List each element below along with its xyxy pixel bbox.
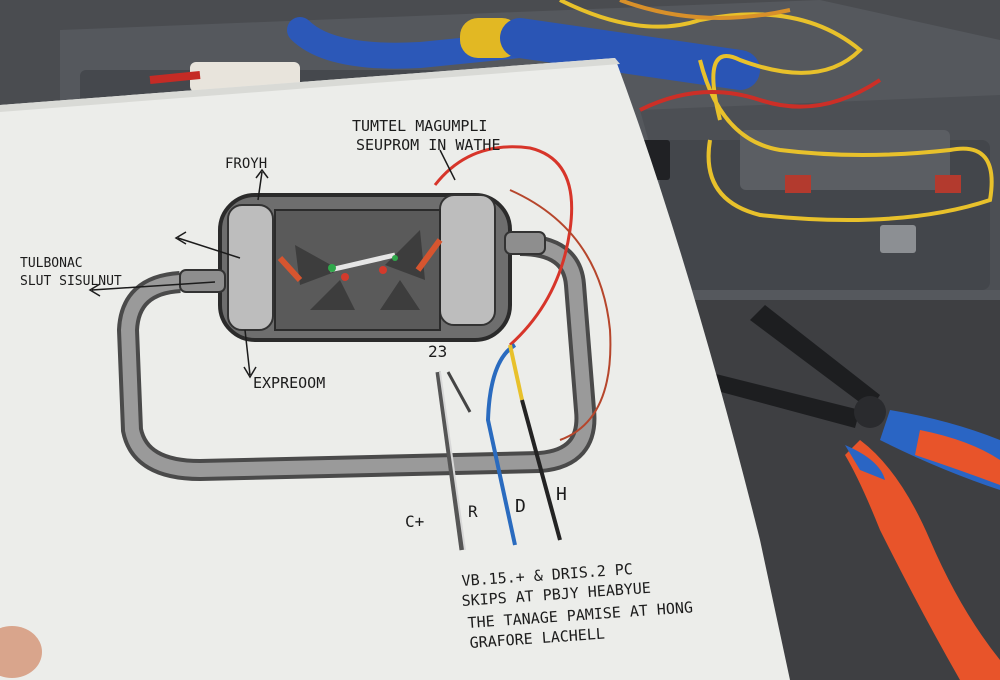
outlet-port [504,231,546,255]
mesh-right [439,194,496,326]
pliers-handle-lower [845,440,1000,680]
tray-clip [740,130,950,190]
toolbox-tray [60,0,1000,300]
label-left-line1: TULBONAC [20,256,83,271]
wire-label-3: D [515,496,526,517]
paper-sheet [0,58,790,680]
red-terminal [935,175,961,193]
wire-label-1: C+ [405,512,424,531]
wire-label-4: H [556,484,567,505]
metal-bolt [880,225,916,253]
label-bottom: EXPREOOM [253,374,325,392]
red-terminal [785,175,811,193]
annotation-arrows [88,149,456,379]
label-left-line2: SLUT SISULNUT [20,274,122,289]
pliers [695,305,1000,680]
label-top: FROYH [225,156,267,172]
pipe-loop [117,234,597,481]
diagram-title-line2: SEUPROM IN WATHE [356,136,501,154]
screwdriver [287,17,760,90]
black-wire [520,399,562,541]
finger [0,626,42,678]
wire-label-2: R [468,502,478,521]
mesh-left [227,204,274,331]
pliers-handle-right [915,430,1000,485]
central-component [179,193,546,342]
diagram-title-line1: TUMTEL MAGUMPLI [352,117,487,135]
diagram-wires [433,145,612,551]
inlet-port [179,269,226,293]
loose-wires [149,0,994,222]
label-number: 23 [428,342,447,361]
